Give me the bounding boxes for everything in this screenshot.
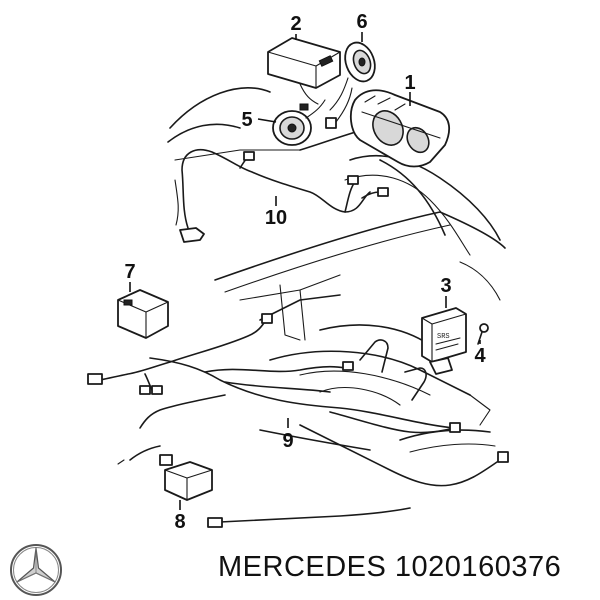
callout-3: 3 xyxy=(440,275,451,297)
part-10-harness xyxy=(179,148,389,243)
part-3-sensor: SRS xyxy=(421,307,467,375)
car-body-outline xyxy=(167,87,506,301)
callout-4: 4 xyxy=(474,345,486,367)
svg-text:SRS: SRS xyxy=(437,333,450,341)
callout-8: 8 xyxy=(174,511,185,533)
part-4-bolt xyxy=(477,323,489,345)
callout-9: 9 xyxy=(282,430,293,452)
part-7-control-unit xyxy=(117,289,169,339)
callout-5: 5 xyxy=(241,109,252,131)
part-6-speaker xyxy=(329,41,376,111)
mercedes-star-icon xyxy=(10,544,62,596)
callout-1: 1 xyxy=(404,72,415,94)
callout-6: 6 xyxy=(356,11,367,33)
part-2-module xyxy=(267,37,341,105)
leader-lines xyxy=(129,32,481,510)
callout-10: 10 xyxy=(265,207,287,229)
part-8-control-unit xyxy=(164,461,411,528)
brand-name: MERCEDES xyxy=(218,551,387,583)
callout-7: 7 xyxy=(124,261,135,283)
part-9-harness xyxy=(87,313,509,487)
part-5-speaker xyxy=(272,87,353,146)
part-number: 1020160376 xyxy=(394,551,562,583)
part-number-line: MERCEDES 1020160376 xyxy=(218,551,561,584)
part-1-speaker-box xyxy=(349,89,451,168)
callout-2: 2 xyxy=(290,13,301,35)
floor-console-outline xyxy=(259,284,496,453)
